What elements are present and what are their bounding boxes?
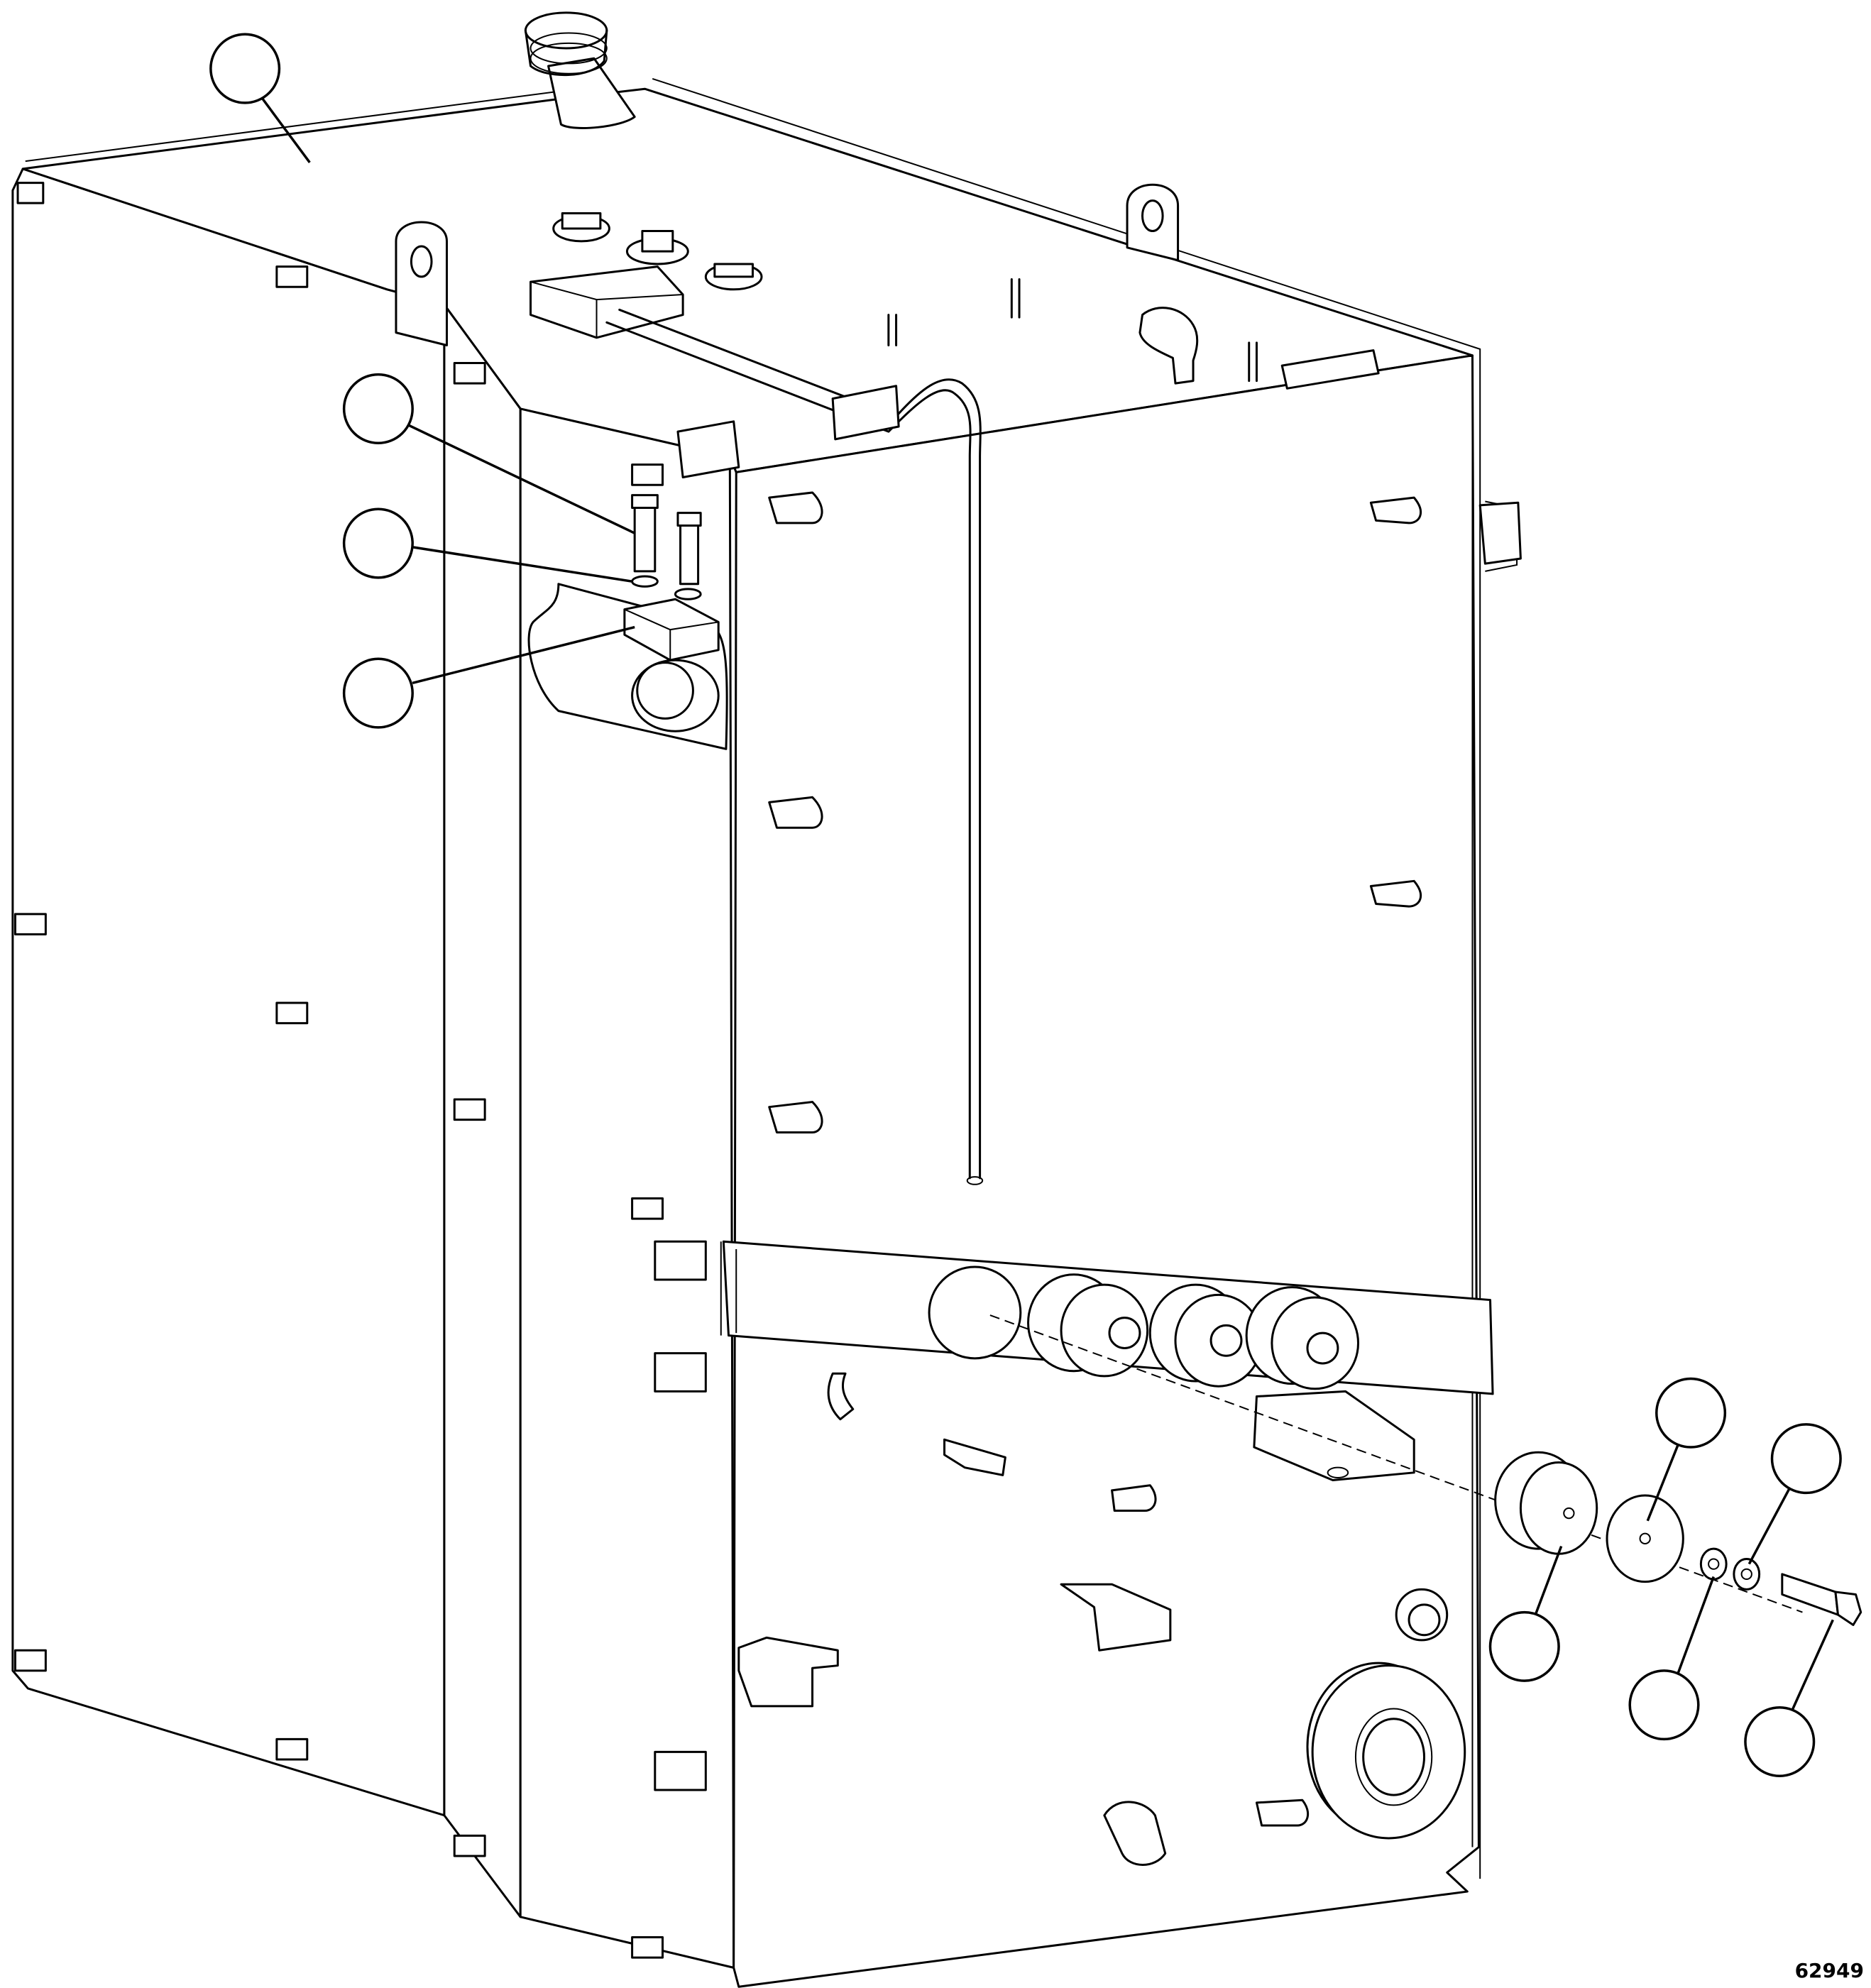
callout-rubber-mount (1491, 1547, 1562, 1681)
lower-bracket-3 (739, 1637, 838, 1706)
callouts (211, 34, 1840, 1776)
callout-hex-bolt (1745, 1620, 1833, 1776)
rubber-mount-installed-4 (1246, 1287, 1358, 1389)
exploded-parts (990, 1315, 1861, 1625)
lock-washer-exploded (1701, 1549, 1726, 1579)
rubber-mount-installed-3 (1150, 1285, 1261, 1386)
cap-screw-part-2 (681, 523, 698, 584)
lifting-eye-left (396, 222, 447, 345)
rubber-mount-installed-1 (929, 1267, 1021, 1358)
rubber-mount-installed-2 (1028, 1275, 1148, 1376)
pipe-clip (1371, 881, 1420, 906)
callout-clamp-block (344, 627, 635, 727)
clamp-assembly (529, 495, 727, 749)
callout-cap-screw (344, 375, 635, 534)
callout-tank-top (211, 34, 309, 163)
drawing-number: 62949 (1794, 1959, 1864, 1982)
hex-bolt-exploded (1782, 1574, 1838, 1615)
stud-2 (1011, 279, 1019, 317)
stud-1 (889, 315, 896, 346)
pipe-clip (769, 493, 822, 523)
flange-cover (1307, 1663, 1465, 1838)
elbow-fitting (1140, 308, 1197, 384)
stud-3 (1249, 343, 1257, 381)
lower-clip-1 (828, 1373, 853, 1419)
pipe-clip (1371, 498, 1420, 523)
mount-strap-assembly (721, 1241, 1493, 1480)
panel-clips (15, 183, 1520, 1958)
washer-part (632, 576, 658, 586)
filler-neck (525, 13, 635, 128)
lower-fittings (739, 1373, 1465, 1865)
mount-bracket (1254, 1391, 1414, 1480)
channel-bracket-1 (833, 386, 899, 439)
lower-elbow (1104, 1802, 1165, 1865)
large-washer-exploded (1607, 1495, 1683, 1582)
rubber-mount-exploded (1496, 1452, 1597, 1554)
callout-large-washer (1647, 1378, 1725, 1520)
lower-clip-2 (1112, 1485, 1156, 1511)
tank-body (13, 79, 1517, 1987)
pipe-clip (769, 797, 822, 828)
cap-screw-part (635, 505, 655, 571)
pipe-clip (769, 1102, 822, 1133)
callout-lock-washer (1749, 1424, 1840, 1564)
tank-front-panel (734, 356, 1479, 1987)
lifting-eye-right (1127, 185, 1178, 260)
lower-bracket-2 (1061, 1584, 1170, 1650)
channel-bracket-2 (678, 422, 739, 478)
lower-bracket-1 (945, 1439, 1006, 1475)
return-tube (607, 322, 970, 1178)
callout-washer (344, 509, 632, 581)
lower-clip-3 (1256, 1800, 1307, 1825)
channel-bracket-3 (1282, 351, 1378, 389)
top-fittings (531, 213, 1379, 1184)
callout-flat-washer (1630, 1576, 1713, 1739)
lifting-eyes (396, 185, 1178, 345)
flat-washer-exploded (1734, 1559, 1760, 1589)
